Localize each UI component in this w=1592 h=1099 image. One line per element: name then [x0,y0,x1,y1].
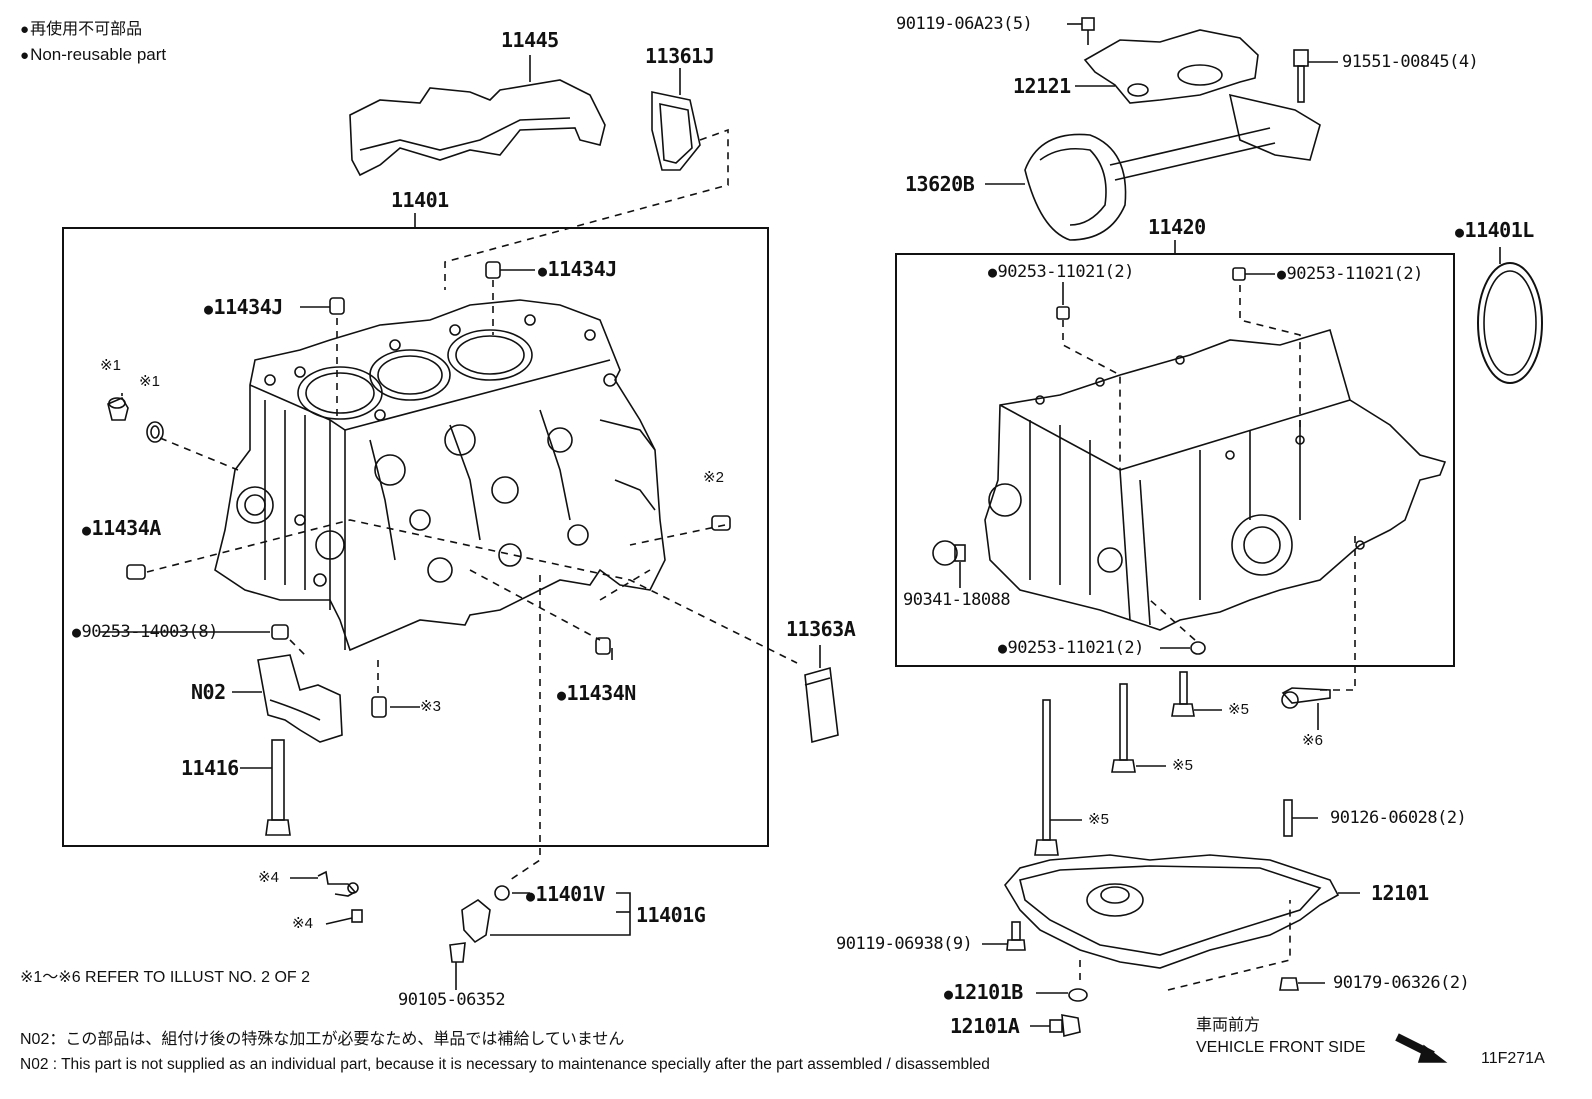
bearing-cap-N02 [232,654,343,743]
refer-note: ※1～※6 REFER TO ILLUST NO. 2 OF 2 [20,969,311,986]
callout-90253-14003: 90253-14003(8) [72,624,219,641]
pin-ref3 [371,696,387,718]
gasket-12101B [1036,988,1088,1002]
callout-90341-18088: 90341-18088 [903,590,1011,610]
oil-jet-11401G [449,885,631,990]
callout-12101A: 12101A [950,1014,1020,1038]
callout-90119-06938: 90119-06938(9) [836,934,973,954]
callout-12101: 12101 [1371,881,1429,905]
sensor-ref4 [290,870,363,925]
pin-90253-14003 [271,624,289,640]
legend-jp: 再使用不可部品 [20,22,142,38]
callout-ref2: ※2 [703,469,724,486]
callout-11434J-left: 11434J [204,297,284,317]
plug-90341-18088 [932,540,966,588]
callout-11401G: 11401G [636,903,706,927]
vehicle-front-jp: 車両前方 [1196,1017,1261,1034]
callout-11363A: 11363A [786,617,856,641]
callout-ref5b: ※5 [1172,757,1193,774]
callout-ref6: ※6 [1302,732,1323,749]
n02-note-en: N02 : This part is not supplied as an in… [20,1056,990,1073]
illust-id: 11F271A [1481,1050,1545,1067]
n02-note-jp: N02：この部品は、組付け後の特殊な加工が必要なため、単品では補給していません [20,1031,625,1048]
pin-90253-11021-c [1190,641,1206,655]
bolt-ref5c [1034,699,1082,856]
group-label-11401: 11401 [391,188,449,212]
bolt-11416 [240,739,291,836]
callout-13620B: 13620B [905,172,975,196]
oil-seal-11401L [1477,247,1543,384]
callout-11401L: 11401L [1455,220,1535,240]
crankcase-11420 [984,329,1447,631]
bolt-ref5a [1171,671,1222,717]
balancer-13620B [985,93,1321,241]
pin-11434N [595,637,611,655]
callout-12121: 12121 [1013,74,1071,98]
oil-pan-12101 [1004,854,1360,969]
pin-90253-11021-a [1056,306,1070,320]
callout-N02: N02 [191,680,226,704]
group-label-11420: 11420 [1148,215,1206,239]
pin-11434A [126,564,146,580]
callout-90179-06326: 90179-06326(2) [1333,973,1470,993]
cylinder-block-11401 [214,299,666,652]
callout-91551-00845: 91551-00845(4) [1342,52,1479,72]
callout-ref4b: ※4 [292,915,313,932]
stud-90126-06028 [1283,799,1318,837]
callout-ref1a: ※1 [100,357,121,374]
callout-11434N: 11434N [557,683,637,703]
callout-11445: 11445 [501,28,559,52]
callout-11416: 11416 [181,756,239,780]
callout-90119-06A23: 90119-06A23(5) [896,14,1033,34]
pin-ref2 [711,515,731,531]
vehicle-front-en: VEHICLE FRONT SIDE [1196,1039,1366,1056]
seal-ref1b [146,421,164,443]
part-11361J [651,68,701,171]
callout-ref3: ※3 [420,698,441,715]
callout-90253-11021-c: 90253-11021(2) [998,640,1145,657]
plug-ref1a [107,396,129,421]
callout-11434J-top: 11434J [538,259,618,279]
callout-ref5c: ※5 [1088,811,1109,828]
bracket-12121 [1067,17,1259,104]
callout-11361J: 11361J [645,44,715,68]
shield-11445 [349,55,606,177]
callout-90105-06352: 90105-06352 [398,990,506,1010]
pin-11434J-top [485,261,501,279]
bolt-90119-06938 [982,921,1026,951]
callout-ref1b: ※1 [139,373,160,390]
vehicle-front-arrow-icon [1395,1033,1448,1063]
nut-90179-06326 [1279,977,1325,991]
bolt-91551-00845 [1293,49,1338,103]
callout-12101B: 12101B [944,982,1024,1002]
callout-ref5a: ※5 [1228,701,1249,718]
gasket-11363A [804,645,839,744]
drain-plug-12101A [1030,1014,1081,1038]
callout-ref4a: ※4 [258,869,279,886]
pin-11434J-left [329,297,345,315]
callout-11401V: 11401V [526,884,606,904]
callout-90253-11021-a: 90253-11021(2) [988,264,1135,281]
pin-90253-11021-b [1232,267,1246,281]
callout-90253-11021-b: 90253-11021(2) [1277,266,1424,283]
bolt-ref6 [1281,687,1331,730]
callout-11434A: 11434A [82,518,162,538]
bolt-ref5b [1111,683,1166,773]
legend-en: Non-reusable part [20,46,166,63]
callout-90126-06028: 90126-06028(2) [1330,808,1467,828]
